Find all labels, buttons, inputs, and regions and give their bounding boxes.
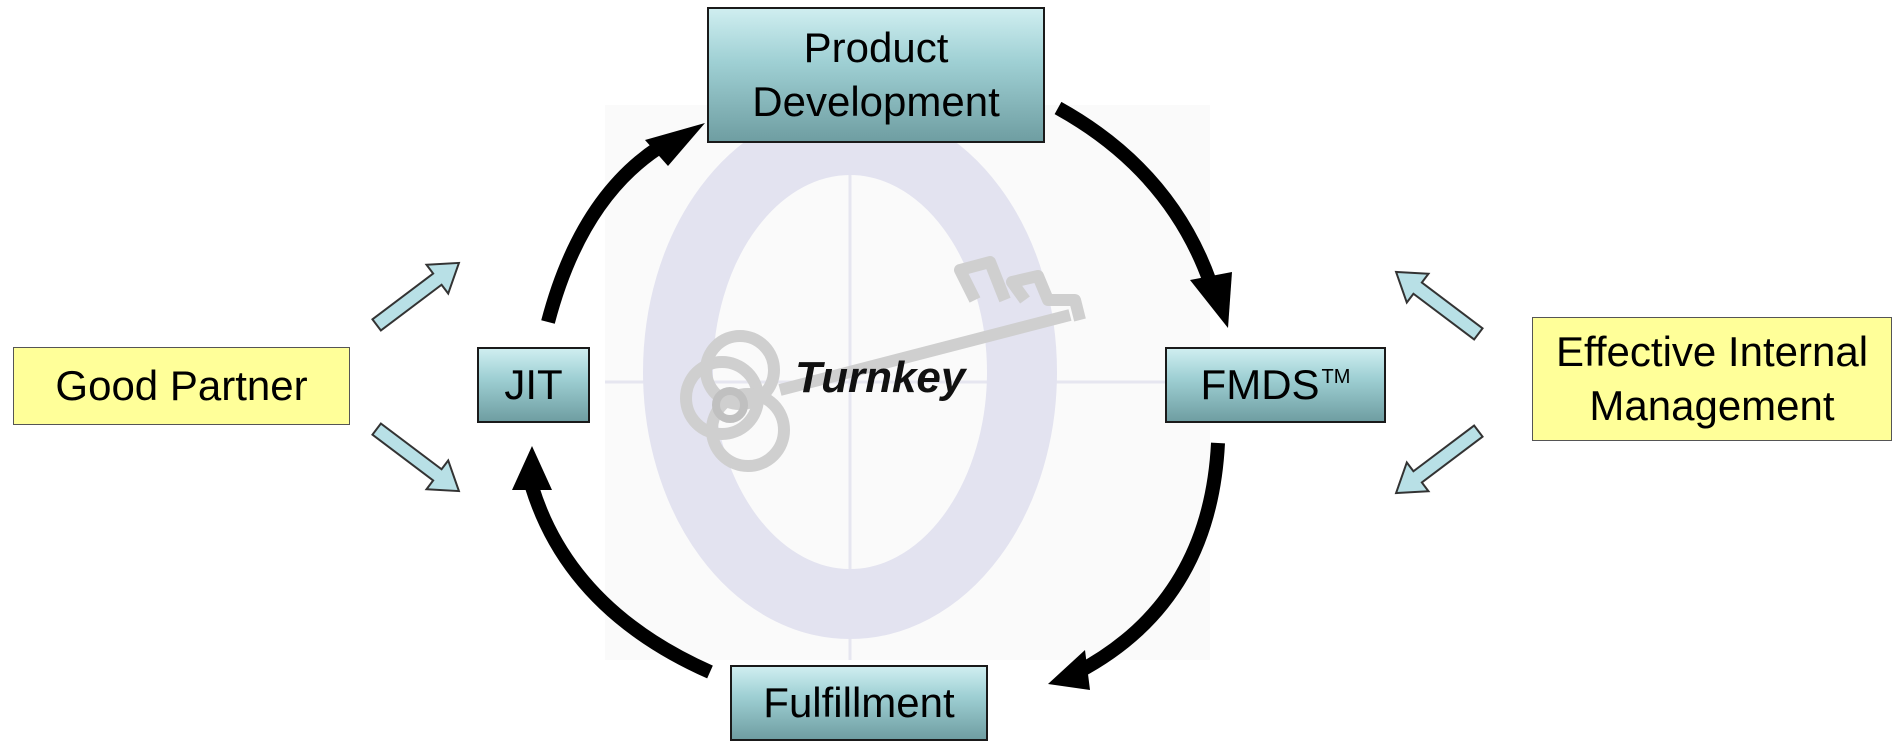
center-label-turnkey: Turnkey bbox=[795, 353, 966, 402]
input-arrow-lower-left bbox=[371, 422, 461, 493]
arrowhead-product bbox=[645, 123, 705, 166]
arrowhead-jit bbox=[512, 446, 552, 490]
node-product-development-line-2: Development bbox=[752, 78, 1000, 125]
node-good-partner: Good Partner bbox=[13, 347, 350, 425]
node-good-partner-label: Good Partner bbox=[55, 362, 308, 409]
input-arrows bbox=[371, 261, 1484, 495]
node-product-development-line-1: Product bbox=[803, 24, 949, 71]
node-effective-internal-management-line-2: Management bbox=[1589, 382, 1835, 429]
key-icon bbox=[680, 256, 1086, 472]
node-product-development: Product Development bbox=[707, 7, 1045, 143]
arrow-product-to-fmds bbox=[1054, 101, 1217, 285]
input-arrow-upper-right bbox=[1394, 270, 1484, 341]
input-arrow-lower-right bbox=[1394, 424, 1484, 495]
cycle-arrowheads bbox=[512, 123, 1232, 690]
node-fulfillment: Fulfillment bbox=[730, 665, 988, 741]
arrow-jit-to-product bbox=[541, 142, 662, 324]
input-arrow-upper-left bbox=[371, 261, 461, 332]
node-fmds-trademark: TM bbox=[1321, 366, 1351, 388]
node-effective-internal-management: Effective Internal Management bbox=[1532, 317, 1892, 441]
node-jit: JIT bbox=[477, 347, 590, 423]
cycle-arrows bbox=[525, 101, 1225, 679]
arrowhead-fulfillment bbox=[1048, 650, 1090, 690]
arrow-fmds-to-fulfillment bbox=[1074, 442, 1225, 679]
node-effective-internal-management-line-1: Effective Internal bbox=[1555, 328, 1869, 375]
node-fmds-label: FMDS bbox=[1200, 361, 1320, 408]
arrow-fulfillment-to-jit bbox=[525, 484, 713, 679]
node-jit-label: JIT bbox=[504, 361, 563, 408]
node-fulfillment-label: Fulfillment bbox=[763, 679, 955, 726]
arrowhead-fmds bbox=[1190, 272, 1232, 328]
